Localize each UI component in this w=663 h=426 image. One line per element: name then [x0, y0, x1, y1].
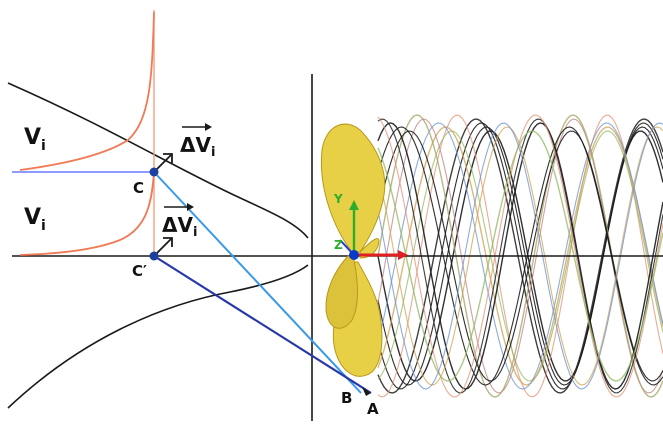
propeller-blade-upper	[320, 123, 386, 253]
propeller-blade-left	[325, 255, 358, 329]
helix-line	[377, 130, 663, 382]
helix-line	[377, 114, 663, 398]
propeller-blade-right	[359, 238, 380, 259]
helix-line	[377, 130, 663, 382]
segment-c-prime-to-a	[153, 255, 372, 394]
helix-line	[377, 118, 663, 394]
label-point-c-prime: C′	[132, 262, 147, 280]
label-v-upper: Vi	[24, 125, 46, 154]
axis-x-arrowhead	[398, 250, 408, 260]
label-axis-y: Y	[333, 192, 343, 206]
helix-line	[377, 122, 663, 390]
arrowhead-a	[362, 387, 371, 396]
helix-line	[377, 130, 663, 382]
helical-wake	[377, 114, 663, 398]
point-c-dot	[149, 167, 159, 177]
slipstream-boundary-lower	[7, 264, 309, 409]
svg-text:ΔVi: ΔVi	[180, 133, 215, 160]
label-axis-z: Z	[334, 238, 343, 252]
helix-line	[377, 122, 663, 390]
hub-dot	[349, 250, 359, 260]
axis-y-arrowhead	[349, 200, 359, 210]
label-point-a: A	[367, 400, 379, 418]
helix-line	[377, 122, 663, 390]
label-point-b: B	[341, 389, 352, 407]
label-delta-v-lower: ΔVi	[162, 203, 197, 240]
svg-text:ΔVi: ΔVi	[162, 213, 197, 240]
helix-line	[377, 126, 663, 386]
velocity-profile-upper	[19, 11, 155, 171]
label-v-lower: Vi	[24, 205, 46, 234]
velocity-profile-lower	[19, 171, 155, 256]
slipstream-boundary-upper	[7, 82, 309, 239]
point-c-prime-dot	[149, 251, 159, 261]
helix-line	[377, 122, 663, 390]
label-point-c: C	[133, 179, 144, 197]
helix-line	[377, 126, 663, 386]
propeller	[320, 123, 386, 377]
label-delta-v-upper: ΔVi	[180, 123, 215, 160]
